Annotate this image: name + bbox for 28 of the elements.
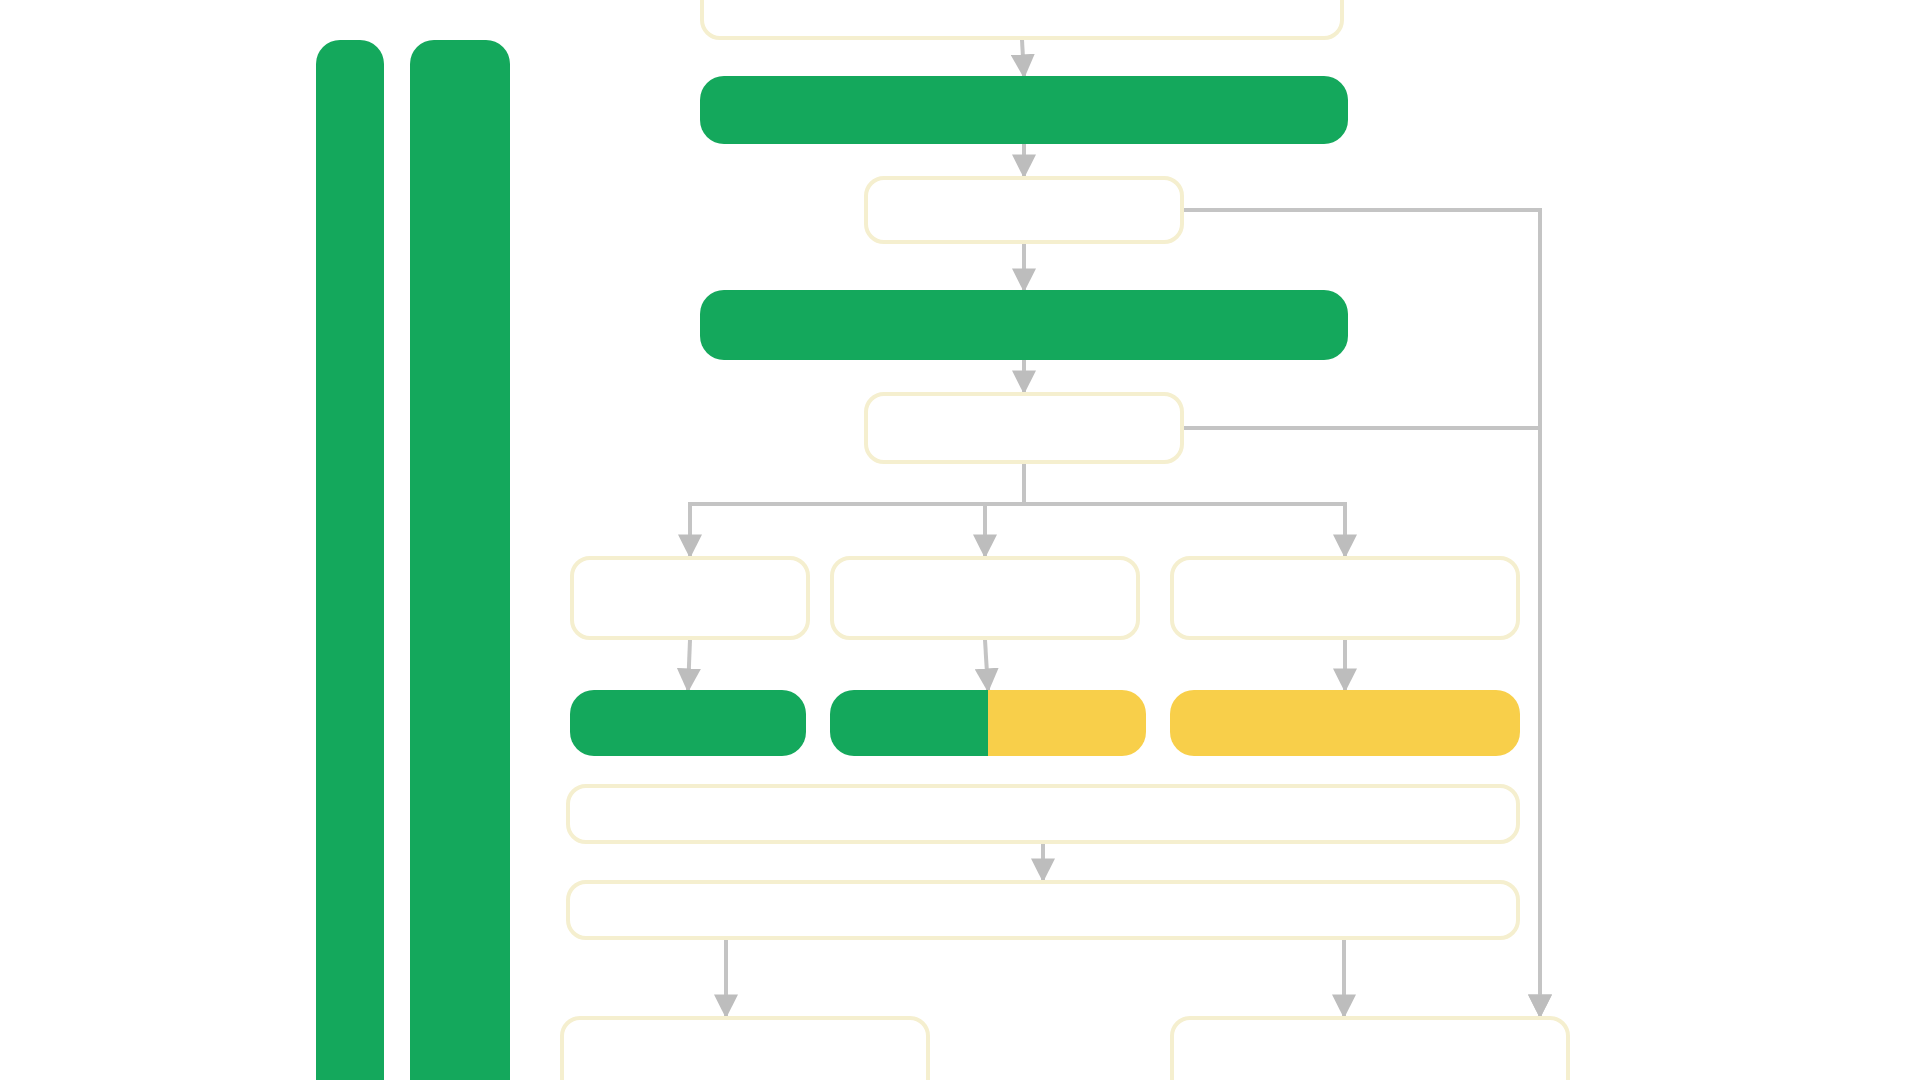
arrow (1031, 844, 1055, 883)
process-box (570, 556, 810, 640)
arrow (714, 940, 738, 1019)
arrow (1332, 940, 1356, 1019)
process-box (1170, 1016, 1570, 1080)
process-box (830, 556, 1140, 640)
side-bar (316, 40, 384, 1080)
arrow (1022, 464, 1357, 559)
arrow (1012, 244, 1036, 293)
side-bar (410, 40, 510, 1080)
process-bar (1170, 690, 1520, 756)
process-box (864, 176, 1184, 244)
process-box (864, 392, 1184, 464)
process-bar (830, 690, 1146, 756)
process-box (566, 784, 1520, 844)
process-box (566, 880, 1520, 940)
arrow (1012, 144, 1036, 179)
arrow (1010, 39, 1035, 79)
process-bar (700, 76, 1348, 144)
arrow (1333, 640, 1357, 693)
arrow (676, 639, 701, 693)
process-bar (570, 690, 806, 756)
arrow (1184, 426, 1552, 1019)
arrow (1012, 360, 1036, 395)
arrow (974, 639, 999, 693)
process-box (560, 1016, 930, 1080)
process-box (1170, 556, 1520, 640)
process-bar (700, 290, 1348, 360)
